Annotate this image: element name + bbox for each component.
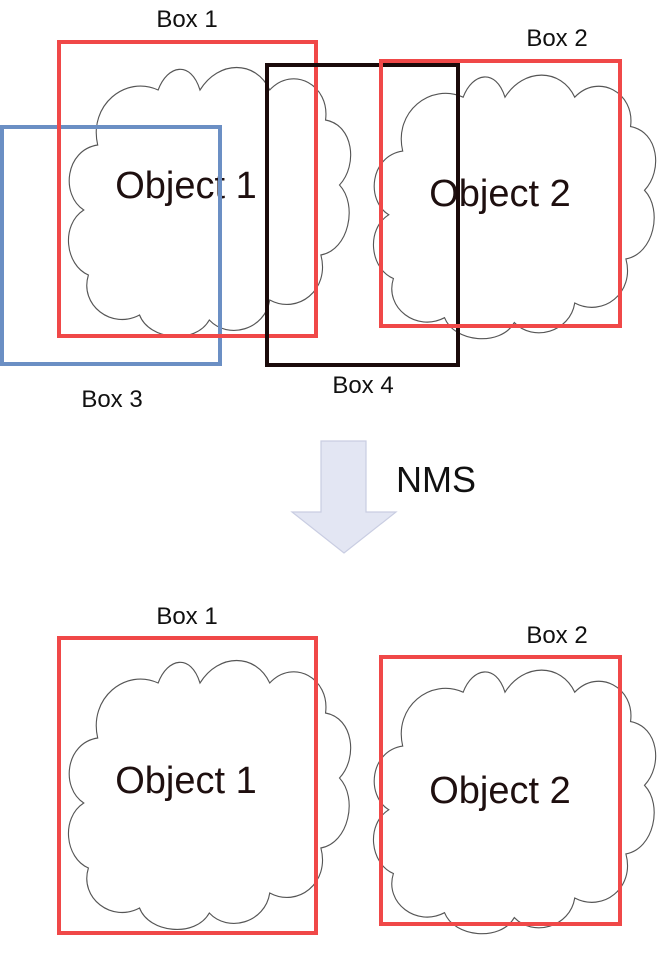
box-2-rect <box>379 655 622 926</box>
object-1-label: Object 1 <box>115 165 257 207</box>
object-1-label: Object 1 <box>115 760 257 802</box>
object-2-label: Object 2 <box>429 770 571 812</box>
nms-label: NMS <box>396 459 476 500</box>
box-1-rect <box>57 40 318 338</box>
box-2-label: Box 2 <box>526 25 587 52</box>
box-1-label: Box 1 <box>156 603 217 630</box>
box-1-label: Box 1 <box>156 6 217 33</box>
box-3-label: Box 3 <box>81 386 142 413</box>
box-3-rect <box>0 125 222 366</box>
nms-arrow: NMS <box>290 440 476 554</box>
box-1-rect <box>57 636 318 935</box>
before-panel: Object 1 Object 2 Box 1 Box 2 Box 3 Box … <box>0 6 657 413</box>
box-2-label: Box 2 <box>526 622 587 649</box>
after-panel: Object 1 Object 2 Box 1 Box 2 <box>57 603 657 935</box>
box-4-rect <box>265 63 460 367</box>
object-2-label: Object 2 <box>429 173 571 215</box>
box-2-rect <box>379 59 622 328</box>
box-4-label: Box 4 <box>332 372 393 399</box>
down-arrow-icon <box>290 440 398 554</box>
